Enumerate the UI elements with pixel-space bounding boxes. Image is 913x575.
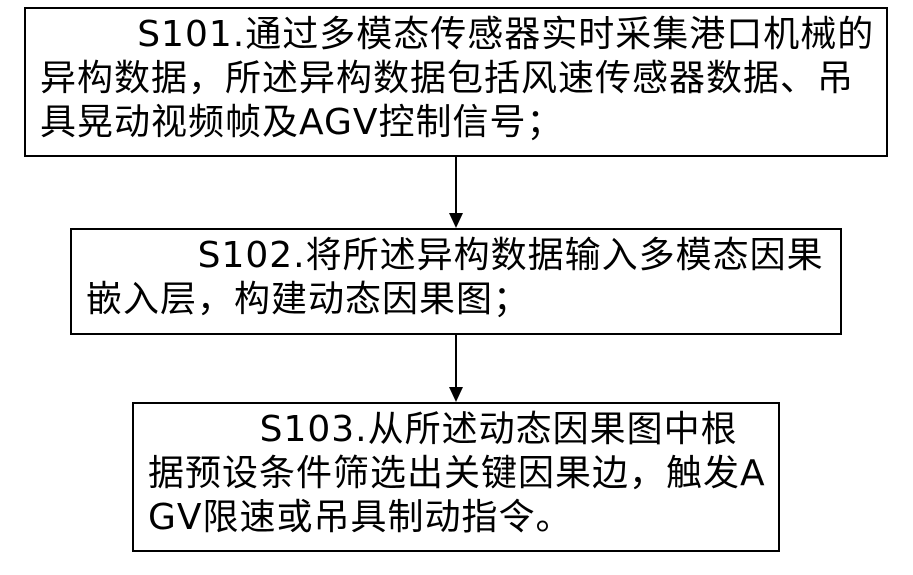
step-id-s101: S101. — [137, 14, 245, 55]
step-box-s102: S102.将所述异构数据输入多模态因果嵌入层，构建动态因果图； — [70, 228, 842, 335]
step-id-s103: S103. — [260, 409, 368, 450]
arrow-s101-to-s102 — [449, 157, 463, 228]
step-text-s101: S101.通过多模态传感器实时采集港口机械的异构数据，所述异构数据包括风速传感器… — [40, 13, 876, 145]
step-box-s101: S101.通过多模态传感器实时采集港口机械的异构数据，所述异构数据包括风速传感器… — [24, 7, 888, 157]
step-desc-s103: 从所述动态因果图中根据预设条件筛选出关键因果边，触发AGV限速或吊具制动指令。 — [148, 409, 766, 538]
arrow-s102-to-s103 — [449, 335, 463, 402]
step-box-s103: S103.从所述动态因果图中根据预设条件筛选出关键因果边，触发AGV限速或吊具制… — [132, 402, 780, 552]
step-text-s103: S103.从所述动态因果图中根据预设条件筛选出关键因果边，触发AGV限速或吊具制… — [148, 408, 768, 540]
step-text-s102: S102.将所述异构数据输入多模态因果嵌入层，构建动态因果图； — [86, 234, 830, 322]
step-id-s102: S102. — [198, 235, 306, 276]
